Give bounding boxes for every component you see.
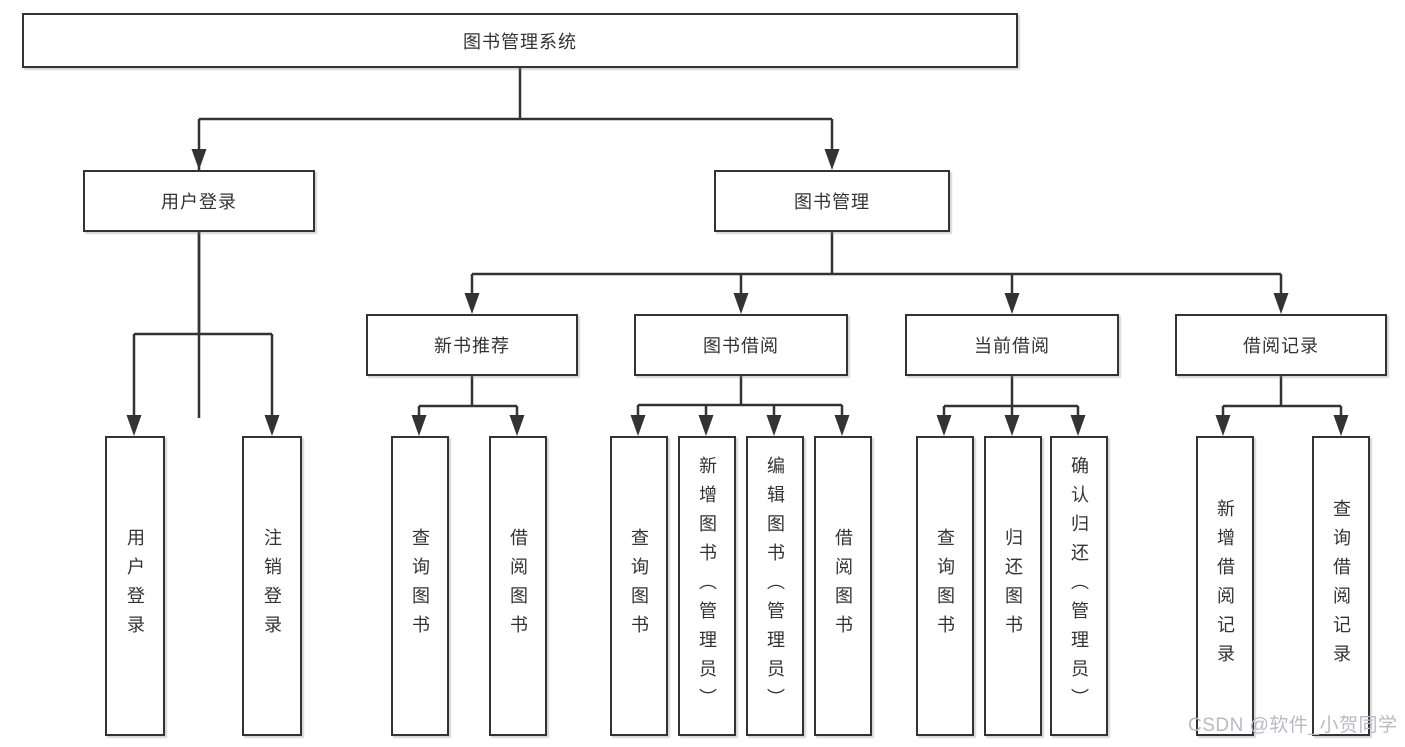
csdn-watermark: CSDN @软件_小贺同学 <box>1188 715 1398 736</box>
node-query-borrow-record: 查询借阅记录 <box>1312 436 1370 736</box>
node-add-books-admin: 新增图书（管理员） <box>678 436 736 736</box>
node-book-management-branch: 图书管理 <box>714 170 950 232</box>
connector-book-borrow-leaves <box>636 376 844 418</box>
node-label: 编辑图书（管理员） <box>765 455 785 717</box>
node-label: 用户登录 <box>125 528 145 644</box>
connector-current-borrow-leaves <box>942 376 1080 418</box>
node-borrow-books-1: 借阅图书 <box>489 436 547 736</box>
node-label: 查询图书 <box>410 528 430 644</box>
arrowheads <box>126 149 1349 436</box>
node-borrow-books-2: 借阅图书 <box>814 436 872 736</box>
connector-borrow-record-leaves <box>1221 376 1343 418</box>
node-label: 借阅图书 <box>833 528 853 644</box>
node-label: 查询图书 <box>935 528 955 644</box>
node-query-books-2: 查询图书 <box>610 436 668 736</box>
connector-book-management-groups <box>470 232 1283 296</box>
node-return-books: 归还图书 <box>984 436 1042 736</box>
node-confirm-return-admin: 确认归还（管理员） <box>1050 436 1108 736</box>
connector-user-login-leaves <box>132 232 274 418</box>
node-label: 查询借阅记录 <box>1331 499 1351 673</box>
node-user-login: 用户登录 <box>105 436 165 736</box>
node-user-login-branch: 用户登录 <box>83 170 315 232</box>
node-label: 归还图书 <box>1003 528 1023 644</box>
node-label: 借阅图书 <box>508 528 528 644</box>
node-query-books-3: 查询图书 <box>916 436 974 736</box>
node-root-system: 图书管理系统 <box>22 13 1018 68</box>
node-label: 注销登录 <box>262 528 282 644</box>
node-logout: 注销登录 <box>242 436 302 736</box>
connector-root-branches <box>197 68 834 418</box>
node-label: 确认归还（管理员） <box>1069 455 1089 717</box>
node-label: 新增图书（管理员） <box>697 455 717 717</box>
node-query-books-1: 查询图书 <box>391 436 449 736</box>
node-borrow-record: 借阅记录 <box>1175 314 1387 376</box>
node-label: 查询图书 <box>629 528 649 644</box>
node-label: 新增借阅记录 <box>1215 499 1235 673</box>
node-edit-books-admin: 编辑图书（管理员） <box>746 436 804 736</box>
node-new-book-recommend: 新书推荐 <box>366 314 578 376</box>
node-book-borrow: 图书借阅 <box>634 314 848 376</box>
connector-new-book-leaves <box>417 376 519 418</box>
node-add-borrow-record: 新增借阅记录 <box>1196 436 1254 736</box>
node-current-borrow: 当前借阅 <box>905 314 1119 376</box>
